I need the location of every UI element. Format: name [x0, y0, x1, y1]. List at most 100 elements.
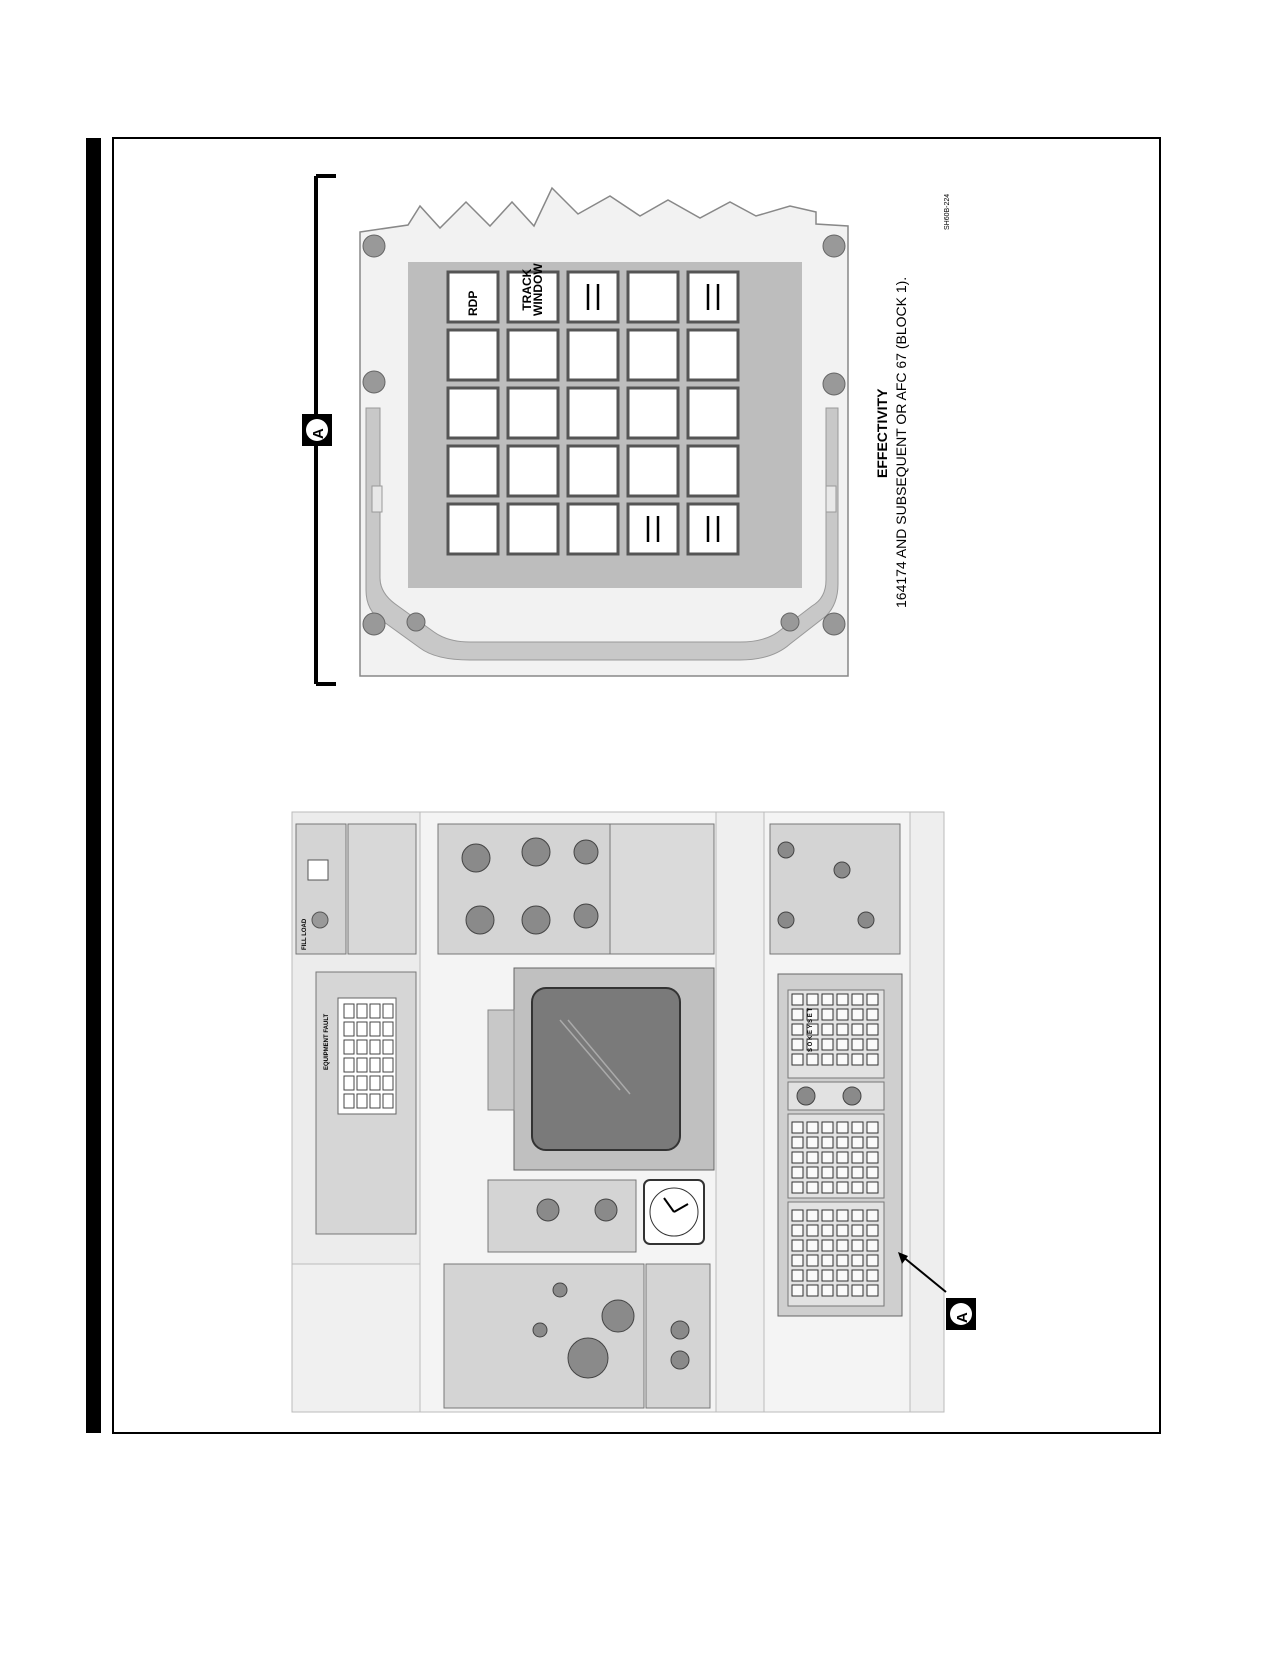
keyset-key	[791, 1181, 804, 1194]
keyset-key	[806, 1008, 819, 1021]
keyset-key	[836, 993, 849, 1006]
keyset-key	[791, 1121, 804, 1134]
fault-indicator	[382, 1057, 394, 1073]
effectivity-title: EFFECTIVITY	[874, 388, 890, 478]
keypad-panel	[359, 186, 849, 677]
keyset-key	[851, 1136, 864, 1149]
keyset-key	[791, 1136, 804, 1149]
panel-key[interactable]	[626, 270, 680, 324]
key-label: TRACK WINDOW	[520, 263, 545, 316]
keyset-key	[821, 1008, 834, 1021]
keyset-key	[806, 1053, 819, 1066]
panel-key[interactable]	[566, 386, 620, 440]
keyset-key	[806, 1254, 819, 1267]
panel-key[interactable]	[566, 270, 620, 324]
keyset-key	[836, 1023, 849, 1036]
keyset-key	[851, 1151, 864, 1164]
keyset-key	[866, 1269, 879, 1282]
fault-indicator	[356, 1057, 368, 1073]
panel-key[interactable]	[446, 444, 500, 498]
keyset-key	[821, 1254, 834, 1267]
keyset-key	[851, 1209, 864, 1222]
fault-indicator	[382, 1039, 394, 1055]
fault-indicator	[369, 1057, 381, 1073]
fault-indicator	[356, 1093, 368, 1109]
fill-load-label: FILL LOAD	[302, 918, 308, 950]
fault-indicator	[369, 1021, 381, 1037]
keyset-key	[866, 1224, 879, 1237]
panel-key[interactable]	[686, 270, 740, 324]
keyset-key	[866, 1209, 879, 1222]
keyset-key	[851, 1224, 864, 1237]
panel-key[interactable]	[686, 386, 740, 440]
fault-indicator	[343, 1021, 355, 1037]
keyset-key	[821, 1151, 834, 1164]
key-grid	[446, 270, 740, 556]
panel-key[interactable]	[686, 502, 740, 556]
panel-key[interactable]	[506, 386, 560, 440]
keyset-key	[821, 1284, 834, 1297]
keyset-key	[806, 1224, 819, 1237]
keyset-key	[851, 1053, 864, 1066]
keyset-key	[821, 1053, 834, 1066]
keyset-key	[866, 1136, 879, 1149]
keyset-key	[866, 993, 879, 1006]
keyset-key	[836, 1209, 849, 1222]
keyset-key	[821, 1181, 834, 1194]
panel-key[interactable]	[506, 502, 560, 556]
fault-indicator	[369, 1075, 381, 1091]
keyset-key	[791, 1008, 804, 1021]
panel-key[interactable]	[446, 502, 500, 556]
keyset-key	[806, 1239, 819, 1252]
panel-key[interactable]	[566, 502, 620, 556]
keyset-key	[806, 1209, 819, 1222]
fault-indicator	[343, 1075, 355, 1091]
keyset-key	[851, 1269, 864, 1282]
keyset-key	[791, 1254, 804, 1267]
fault-indicator	[356, 1075, 368, 1091]
fault-indicator	[356, 1003, 368, 1019]
fault-indicator	[343, 1039, 355, 1055]
keyset-key	[791, 1269, 804, 1282]
keyset-key	[866, 1239, 879, 1252]
figure-id: SH60B-224	[944, 193, 951, 230]
fault-indicator	[382, 1093, 394, 1109]
keyset-key	[806, 1121, 819, 1134]
keyset-key	[866, 1181, 879, 1194]
panel-key[interactable]	[566, 328, 620, 382]
panel-key[interactable]	[446, 386, 500, 440]
keyset-key	[866, 1008, 879, 1021]
panel-key[interactable]	[506, 328, 560, 382]
figure-frame	[112, 137, 1161, 1434]
keyset-key	[806, 1151, 819, 1164]
panel-key[interactable]	[446, 270, 500, 324]
keyset-key	[806, 1023, 819, 1036]
keyset-key	[836, 1284, 849, 1297]
keyset-key	[836, 1224, 849, 1237]
panel-key[interactable]	[626, 386, 680, 440]
keyset-key	[851, 993, 864, 1006]
panel-key[interactable]	[506, 270, 560, 324]
keyset-key	[791, 1284, 804, 1297]
fault-indicator	[343, 1057, 355, 1073]
keyset-key	[791, 1224, 804, 1237]
panel-key[interactable]	[446, 328, 500, 382]
fault-indicator	[382, 1021, 394, 1037]
panel-key[interactable]	[506, 444, 560, 498]
keyset-key	[851, 1181, 864, 1194]
key-label: RDP	[465, 290, 480, 316]
fault-indicator	[343, 1093, 355, 1109]
panel-key[interactable]	[626, 502, 680, 556]
keyset-key	[791, 1239, 804, 1252]
keyset-key	[821, 1166, 834, 1179]
fault-indicator	[369, 1093, 381, 1109]
keyset-key	[836, 1136, 849, 1149]
keyset-key	[851, 1166, 864, 1179]
panel-key[interactable]	[686, 328, 740, 382]
panel-key[interactable]	[626, 328, 680, 382]
panel-key[interactable]	[686, 444, 740, 498]
keyset-key	[866, 1284, 879, 1297]
panel-key[interactable]	[566, 444, 620, 498]
panel-key[interactable]	[626, 444, 680, 498]
